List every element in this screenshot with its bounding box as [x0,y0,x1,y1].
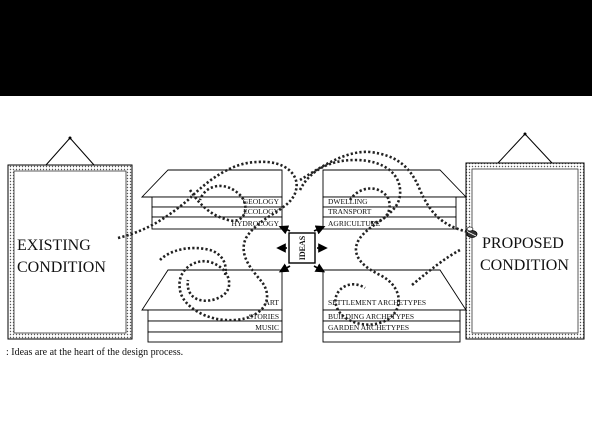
upper-right-layer-stack: DWELLING TRANSPORT AGRICULTURE [323,170,466,229]
upper-left-layer-stack: GEOLOGY ECOLOGY HYDROLOGY [142,170,282,229]
proposed-condition-line2: CONDITION [480,257,569,274]
layer-stories: STORIES [249,312,279,321]
existing-condition-line1: EXISTING [17,237,91,254]
layer-art: ART [264,298,279,307]
ideas-hub: IDEAS [281,228,323,270]
existing-condition-line2: CONDITION [17,259,106,276]
figure-caption: : Ideas are at the heart of the design p… [6,347,183,358]
layer-geology: GEOLOGY [243,197,280,206]
existing-condition-frame: EXISTING CONDITION [8,137,132,340]
lower-right-layer-stack: SETTLEMENT ARCHETYPES BUILDING ARCHETYPE… [323,270,466,342]
layer-settlement-archetypes: SETTLEMENT ARCHETYPES [328,298,426,307]
proposed-condition-line1: PROPOSED [482,235,564,252]
layer-garden-archetypes: GARDEN ARCHETYPES [328,323,409,332]
layer-dwelling: DWELLING [328,197,368,206]
ideas-label: IDEAS [298,235,307,260]
proposed-condition-frame: PROPOSED CONDITION [466,133,584,340]
layer-music: MUSIC [255,323,279,332]
layer-building-archetypes: BUILDING ARCHETYPES [328,312,414,321]
layer-transport: TRANSPORT [328,207,372,216]
